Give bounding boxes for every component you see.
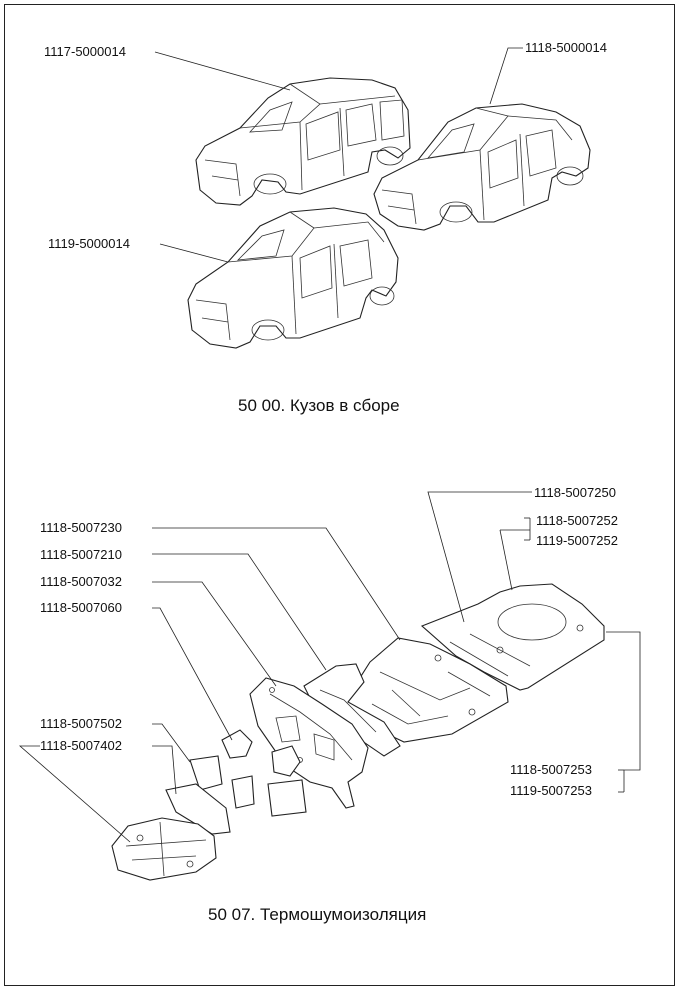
section-caption-insulation: 50 07. Термошумоизоляция xyxy=(208,905,427,924)
callout-1118-5007402: 1118-5007402 xyxy=(40,738,122,753)
car-body-1117 xyxy=(195,77,411,206)
page-border xyxy=(4,4,675,986)
car-body-1119 xyxy=(187,207,399,349)
hood-insulation xyxy=(111,817,217,881)
section-caption-body: 50 00. Кузов в сборе xyxy=(238,396,400,415)
callout-1119-5000014: 1119-5000014 xyxy=(48,236,130,251)
callout-1118-5007253: 1118-5007253 xyxy=(510,762,592,777)
callout-1118-5007210: 1118-5007210 xyxy=(40,547,122,562)
callout-1119-5007253: 1119-5007253 xyxy=(510,783,592,798)
car-body-1118 xyxy=(373,103,591,231)
callout-1119-5007252: 1119-5007252 xyxy=(536,533,618,548)
callout-1118-5007060: 1118-5007060 xyxy=(40,600,122,615)
callout-1118-5007252: 1118-5007252 xyxy=(536,513,618,528)
callout-1118-5007230: 1118-5007230 xyxy=(40,520,122,535)
callout-1118-5007502: 1118-5007502 xyxy=(40,716,122,731)
small-panels xyxy=(165,729,307,835)
callout-1118-5000014: 1118-5000014 xyxy=(525,40,607,55)
callout-1118-5007250: 1118-5007250 xyxy=(534,485,616,500)
callout-1117-5000014: 1117-5000014 xyxy=(44,44,126,59)
callout-1118-5007032: 1118-5007032 xyxy=(40,574,122,589)
